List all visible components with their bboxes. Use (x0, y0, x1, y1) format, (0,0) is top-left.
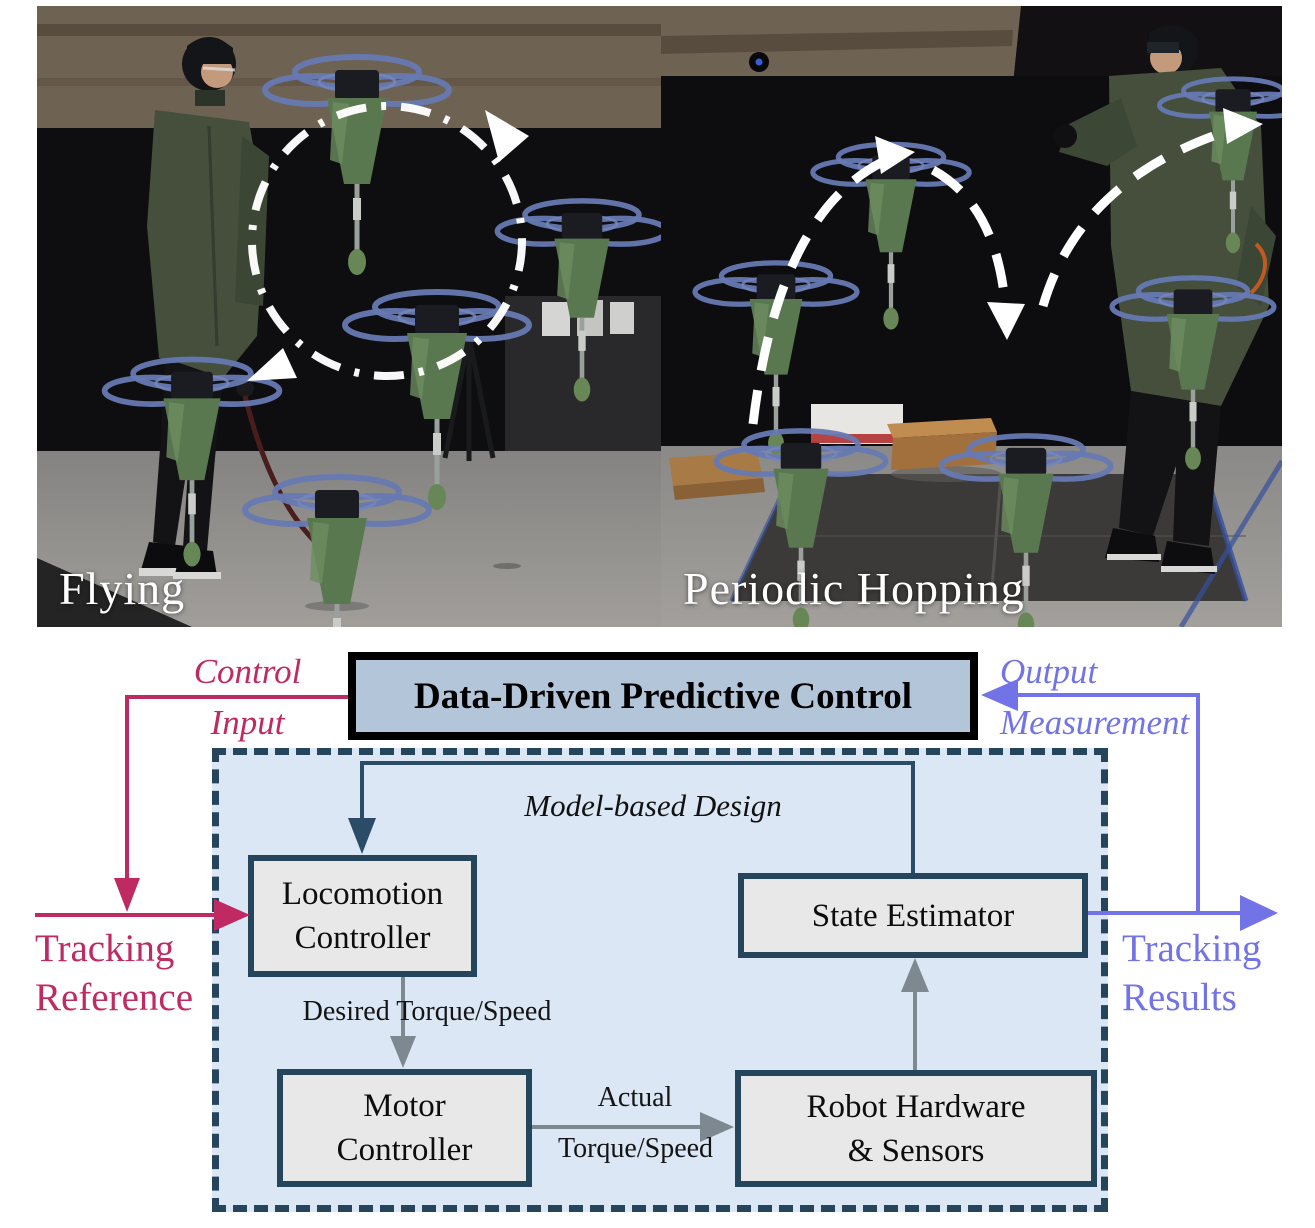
floor-mats (731, 474, 1246, 601)
tracking-reference-line1: Tracking (35, 927, 175, 970)
desired-torque-speed-label: Desired Torque/Speed (302, 996, 552, 1027)
hopping-photo: Periodic Hopping (661, 6, 1282, 627)
control-input-label: Control Input (145, 646, 350, 748)
output-measurement-label: Output Measurement (1000, 646, 1260, 748)
floor-mat (37, 558, 192, 627)
output-measurement-line2: Measurement (1000, 703, 1190, 742)
output-measurement-line1: Output (1000, 652, 1098, 691)
flying-label: Flying (59, 563, 186, 614)
actual-label: Actual (597, 1082, 673, 1113)
state-estimator-line1: State Estimator (811, 897, 1015, 934)
wood-plank (669, 452, 763, 486)
hop-arc-arrows (748, 123, 1239, 425)
state-estimator-box: State Estimator (738, 873, 1088, 958)
arrowhead-control-input (114, 878, 140, 912)
tracking-reference-line2: Reference (35, 976, 194, 1019)
hop-arc-rise-1 (748, 153, 893, 425)
locomotion-controller-box: Locomotion Controller (248, 855, 477, 977)
flying-photo: Flying (37, 6, 661, 627)
tracking-results-label: Tracking Results (1122, 924, 1261, 1022)
tracking-reference-label: Tracking Reference (35, 924, 193, 1022)
hopping-photo-illustration (661, 6, 1282, 627)
arrowhead (875, 136, 915, 174)
motor-line2: Controller (336, 1132, 473, 1168)
control-input-line1: Control (193, 652, 302, 691)
robot-hw-line2: & Sensors (847, 1132, 985, 1169)
periodic-hopping-label: Periodic Hopping (683, 563, 1025, 614)
torque-speed-label: Torque/Speed (557, 1133, 714, 1164)
data-driven-predictive-control-box: Data-Driven Predictive Control (348, 652, 978, 740)
motor-line1: Motor (363, 1088, 446, 1124)
locomotion-line2: Controller (294, 920, 431, 956)
flying-photo-illustration (37, 6, 661, 627)
circular-motion-arrow (247, 102, 529, 381)
ddpc-label: Data-Driven Predictive Control (413, 675, 913, 717)
tracking-results-line1: Tracking (1122, 927, 1262, 970)
model-based-design-label: Model-based Design (524, 788, 782, 823)
hop-arc-fall (930, 166, 1010, 303)
robot-hw-line1: Robot Hardware (806, 1088, 1026, 1125)
tripod (442, 335, 496, 461)
tracking-results-line2: Results (1122, 976, 1237, 1019)
arrowhead (1223, 108, 1263, 144)
arrowhead (987, 302, 1025, 340)
locomotion-line1: Locomotion (281, 876, 444, 912)
motor-controller-box: Motor Controller (277, 1069, 532, 1187)
robot-hardware-box: Robot Hardware & Sensors (735, 1070, 1097, 1187)
hop-arc-rise-2 (1038, 123, 1239, 308)
control-input-line2: Input (210, 703, 285, 742)
